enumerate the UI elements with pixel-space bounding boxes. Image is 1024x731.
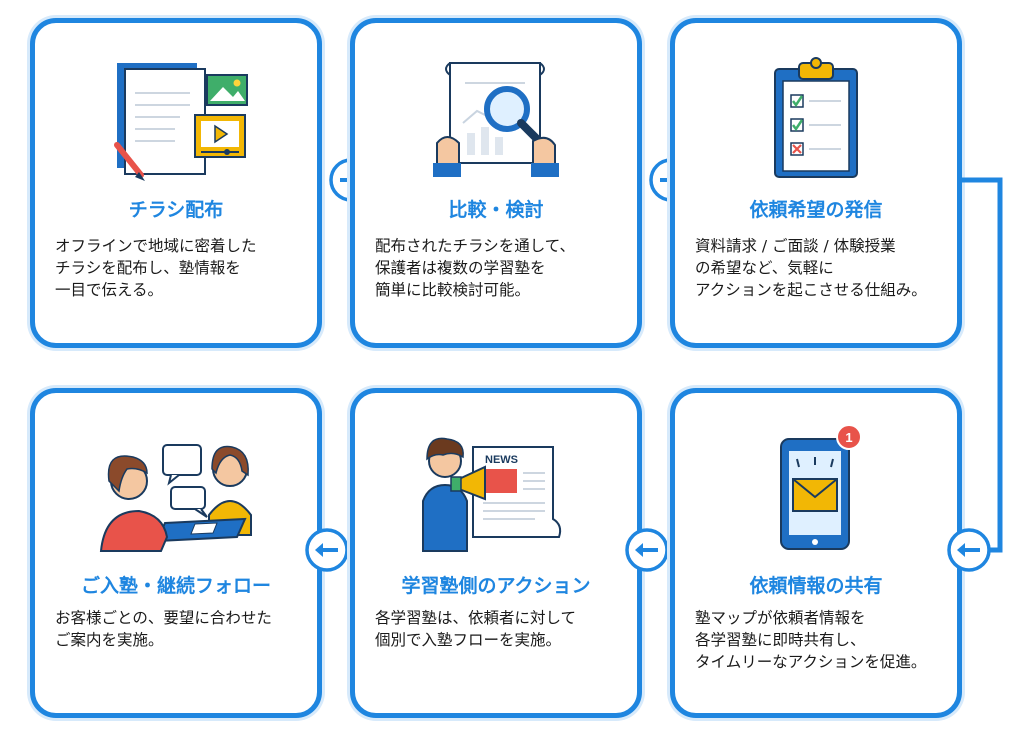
- step-card-enrollment: ご入塾・継続フォロー お客様ごとの、要望に合わせた ご案内を実施。: [30, 388, 322, 718]
- step-title: チラシ配布: [128, 199, 224, 221]
- step-title: 学習塾側のアクション: [401, 575, 591, 597]
- step-description: 各学習塾は、依頼者に対して 個別で入塾フローを実施。: [375, 609, 577, 649]
- flyer-documents-icon: [114, 63, 248, 181]
- megaphone-news-icon: NEWS: [422, 437, 562, 552]
- flow-connector-line: [960, 177, 1003, 553]
- news-label: NEWS: [485, 454, 518, 466]
- step-title: 依頼情報の共有: [749, 575, 883, 597]
- tablet-mail-notification-icon: 1: [780, 424, 862, 550]
- arrow-left-icon: [947, 528, 991, 572]
- step-title: ご入塾・継続フォロー: [80, 575, 271, 597]
- arrow-left-icon: [305, 528, 349, 572]
- clipboard-checklist-icon: [774, 57, 858, 178]
- step-title: 依頼希望の発信: [749, 199, 883, 221]
- step-description: 塾マップが依頼者情報を 各学習塾に即時共有し、 タイムリーなアクションを促進。: [695, 609, 927, 671]
- step-description: 資料請求 / ご面談 / 体験授業 の希望など、気軽に アクションを起こさせる仕…: [695, 237, 927, 299]
- consultation-meeting-icon: [99, 444, 252, 552]
- step-card-flyer: チラシ配布 オフラインで地域に密着した チラシを配布し、塾情報を 一目で伝える。: [30, 18, 322, 348]
- step-card-share: 1 依頼情報の共有 塾マップが依頼者情報を 各学習塾に即時共有し、 タイムリーな…: [670, 388, 962, 718]
- notification-badge-count: 1: [845, 430, 852, 445]
- step-card-compare: 比較・検討 配布されたチラシを通して、 保護者は複数の学習塾を 簡単に比較検討可…: [350, 18, 642, 348]
- step-description: お客様ごとの、要望に合わせた ご案内を実施。: [55, 609, 272, 649]
- step-title: 比較・検討: [448, 199, 544, 221]
- step-description: オフラインで地域に密着した チラシを配布し、塾情報を 一目で伝える。: [55, 237, 257, 299]
- step-card-school-action: NEWS 学習塾側のアクション 各学習塾は、依頼者に対して 個別で入塾フローを実…: [350, 388, 642, 718]
- magnifier-comparison-icon: [433, 62, 559, 177]
- step-card-request: 依頼希望の発信 資料請求 / ご面談 / 体験授業 の希望など、気軽に アクショ…: [670, 18, 962, 348]
- step-description: 配布されたチラシを通して、 保護者は複数の学習塾を 簡単に比較検討可能。: [375, 237, 575, 299]
- arrow-left-icon: [625, 528, 669, 572]
